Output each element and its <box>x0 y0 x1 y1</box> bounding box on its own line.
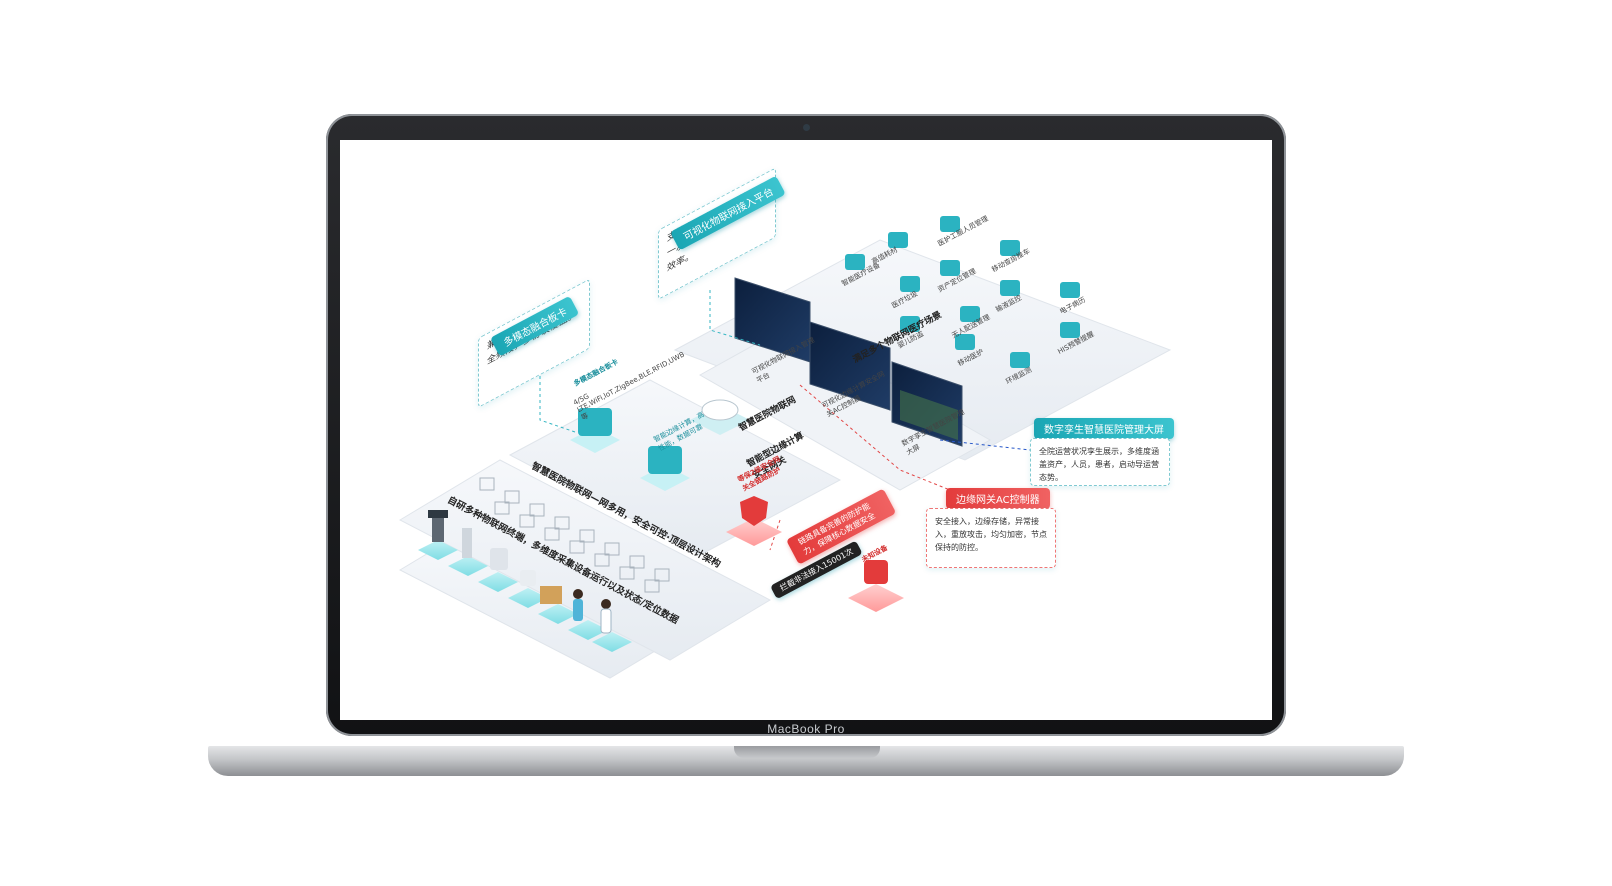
connectors <box>539 290 1031 551</box>
twin-card-desc: 全院运营状况孪生展示，多维度涵盖资产，人员，患者，启动导运营态势。 <box>1039 447 1159 482</box>
iso-diagram-svg <box>398 216 1172 679</box>
laptop-screen: 支持各种应用接入管理，一次建网，提升全院管理效率。 可视化物联网接入平台 兼容第… <box>340 140 1272 720</box>
ap-device <box>690 399 750 435</box>
screens <box>734 277 963 447</box>
module-cube <box>570 408 620 453</box>
ac-card-desc: 安全接入，边缘存储，异常接入，重放攻击，均匀加密，节点保持的防控。 <box>935 517 1047 552</box>
edge-cube <box>640 446 690 491</box>
device-tiles <box>418 540 632 652</box>
device-figures <box>428 510 612 634</box>
laptop-notch <box>734 746 880 758</box>
twin-card-title: 数字孪生智慧医院管理大屏 <box>1034 418 1174 439</box>
ac-card: 安全接入，边缘存储，异常接入，重放攻击，均匀加密，节点保持的防控。 <box>926 508 1056 568</box>
app-icons <box>845 216 1080 368</box>
twin-card: 全院运营状况孪生展示，多维度涵盖资产，人员，患者，启动导运营态势。 <box>1030 438 1170 486</box>
red-security <box>726 496 904 612</box>
camera <box>803 124 810 131</box>
network-icons <box>479 477 670 593</box>
laptop-brand: MacBook Pro <box>767 722 845 736</box>
ac-card-title: 边缘网关AC控制器 <box>946 488 1050 509</box>
